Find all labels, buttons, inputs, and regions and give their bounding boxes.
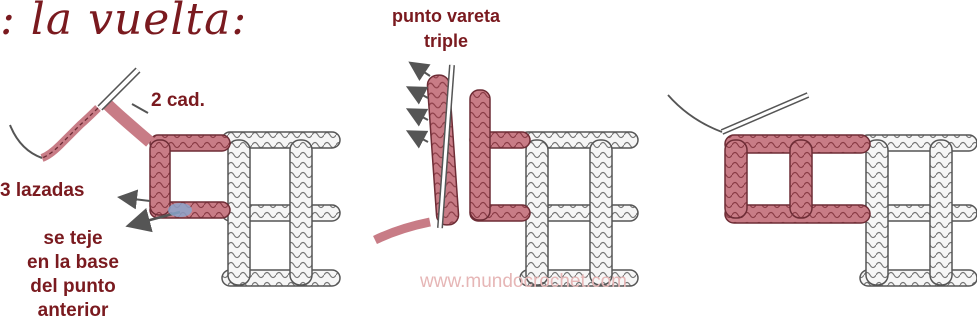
label-yarn-overs: 3 lazadas xyxy=(0,180,85,201)
pink-stitches xyxy=(426,74,531,226)
working-yarn xyxy=(373,217,431,245)
white-mesh xyxy=(859,134,977,287)
loop-arrows xyxy=(405,61,431,149)
arrow-yarn-overs xyxy=(117,189,151,210)
pink-stitches xyxy=(100,97,231,219)
base-highlight xyxy=(168,203,192,217)
white-mesh xyxy=(221,131,341,287)
label-stitch-name: punto vareta triple xyxy=(366,4,526,54)
panel-step-3 xyxy=(667,92,977,287)
watermark: www.mundocrochet.com xyxy=(420,271,627,292)
label-line: se teje xyxy=(43,228,103,249)
panel-step-1 xyxy=(9,67,341,287)
page-title: : la vuelta: xyxy=(0,0,248,45)
pink-stitches xyxy=(724,134,871,224)
label-line: anterior xyxy=(37,300,109,321)
label-chain: 2 cad. xyxy=(151,90,205,111)
label-line: del punto xyxy=(30,276,116,297)
label-work-in-base: se teje en la base del punto anterior xyxy=(8,227,138,323)
hook-icon xyxy=(667,92,810,135)
panel-step-2 xyxy=(373,61,639,287)
hook-icon xyxy=(97,67,141,111)
label-line: triple xyxy=(423,31,468,51)
label-line: en la base xyxy=(27,252,119,273)
label-line: punto vareta xyxy=(391,6,501,26)
working-yarn xyxy=(9,124,43,159)
white-mesh xyxy=(519,131,639,287)
yarn-overs xyxy=(40,105,101,162)
